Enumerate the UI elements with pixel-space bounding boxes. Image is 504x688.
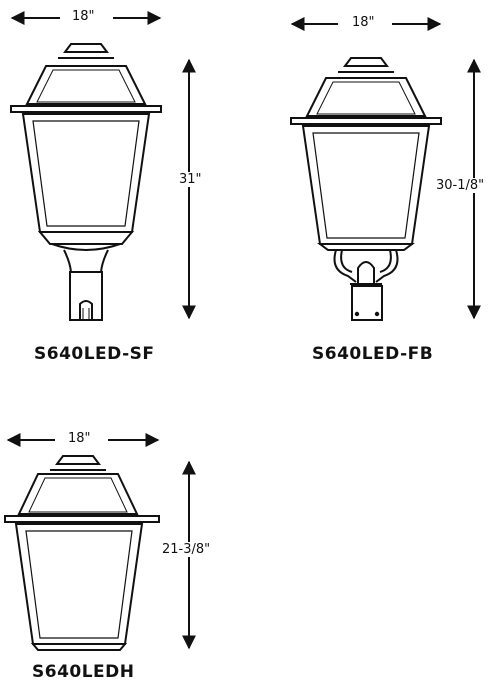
h-width-label: 18" — [66, 431, 93, 446]
sf-width-label: 18" — [70, 9, 97, 24]
fb-height-label: 30-1/8" — [434, 178, 487, 193]
fb-width-label: 18" — [350, 15, 377, 30]
fixture-h-drawing — [4, 433, 196, 651]
model-label-h: S640LEDH — [32, 662, 135, 682]
model-label-fb: S640LED-FB — [312, 344, 434, 364]
sf-height-label: 31" — [177, 172, 204, 187]
fixture-sf-drawing — [10, 11, 196, 321]
fixture-fb-drawing — [290, 17, 481, 321]
model-label-sf: S640LED-SF — [34, 344, 155, 364]
h-height-label: 21-3/8" — [160, 542, 213, 557]
